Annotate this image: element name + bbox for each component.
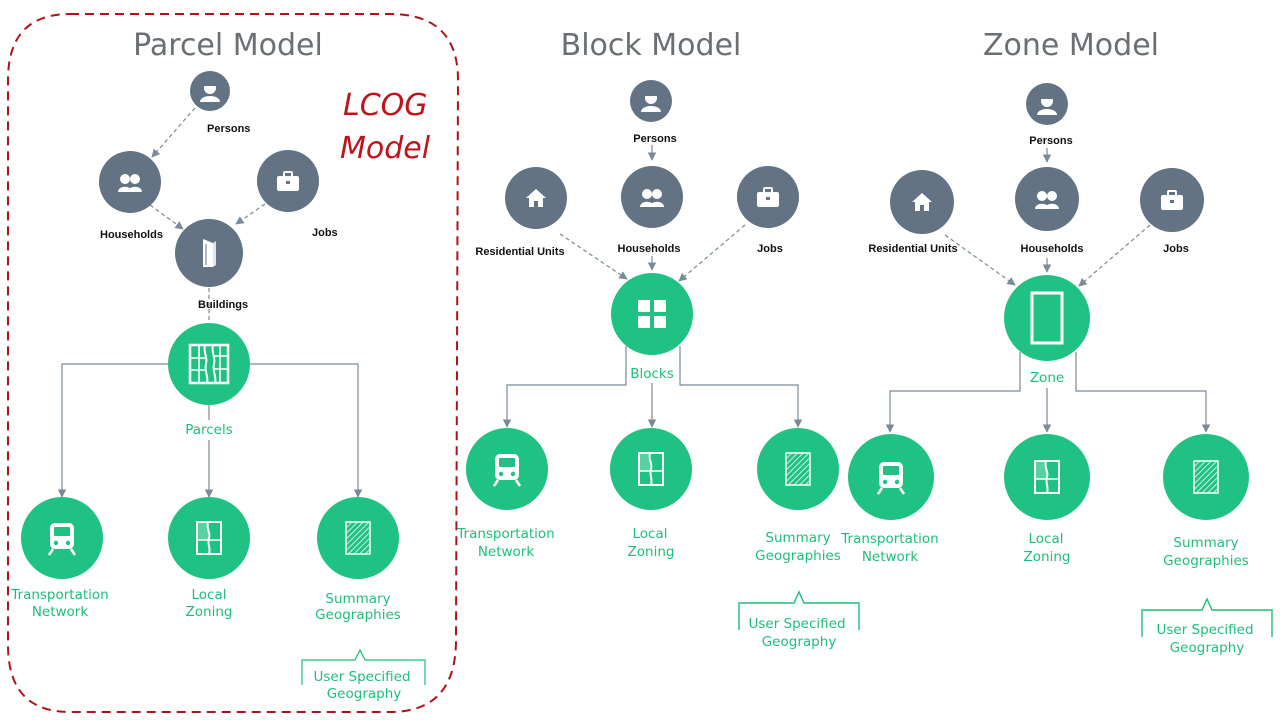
transport-label-line2: Network <box>862 549 919 565</box>
user-geography-label-line1: User Specified <box>1156 622 1253 638</box>
residential-label: Residential Units <box>868 243 957 255</box>
lcog-label-line1: LCOG <box>343 88 428 123</box>
zone-to-summary-arrow <box>1075 352 1211 433</box>
user-geography-label-line2: Geography <box>327 686 402 702</box>
user-geography-bracket <box>1141 597 1273 637</box>
user-geography-label-line1: User Specified <box>748 616 845 632</box>
parcel-model-title: Parcel Model <box>133 28 323 63</box>
transport-label-line1: Transportation <box>456 526 554 542</box>
residential-to-zone-arrow <box>944 234 1016 286</box>
jobs-to-buildings-arrow <box>235 203 266 225</box>
parcel-model: Persons Households Jobs Buildings Parcel… <box>10 71 426 702</box>
parcels-to-transport-arrow <box>57 363 170 498</box>
households-label: Households <box>618 243 681 255</box>
summary-label-line2: Geographies <box>315 607 401 623</box>
jobs-to-zone-arrow <box>1078 224 1151 287</box>
buildings-label: Buildings <box>198 299 248 311</box>
jobs-label: Jobs <box>1163 243 1189 255</box>
building-icon <box>202 238 217 268</box>
zoning-label-line2: Zoning <box>628 544 675 560</box>
persons-label: Persons <box>633 133 676 145</box>
blocks-to-transport-arrow <box>502 346 627 428</box>
user-geography-label-line2: Geography <box>1170 640 1245 656</box>
user-geography-label-line1: User Specified <box>313 669 410 685</box>
user-geography-bracket <box>301 648 426 685</box>
hatched-area-icon <box>345 521 371 555</box>
summary-label-line2: Geographies <box>1163 553 1249 569</box>
households-node <box>621 166 683 228</box>
user-geography-bracket <box>738 590 860 630</box>
jobs-label: Jobs <box>757 243 783 255</box>
households-label: Households <box>1021 243 1084 255</box>
lcog-label-line2: Model <box>340 131 431 166</box>
persons-label: Persons <box>207 123 250 135</box>
residential-to-blocks-arrow <box>559 233 628 280</box>
transport-label-line1: Transportation <box>10 587 108 603</box>
summary-label-line2: Geographies <box>755 548 841 564</box>
zoning-label-line1: Local <box>1029 531 1064 547</box>
zone-model: Persons Residential Units Households Job… <box>840 83 1273 656</box>
hatched-area-icon <box>785 452 811 486</box>
households-node <box>1015 167 1079 231</box>
summary-label-line1: Summary <box>325 591 390 607</box>
blocks-to-summary-arrow <box>679 346 803 428</box>
zone-node <box>1004 275 1090 361</box>
transport-label-line2: Network <box>32 604 89 620</box>
jobs-to-blocks-arrow <box>678 224 746 282</box>
parcels-node <box>168 323 250 405</box>
block-model-title: Block Model <box>561 28 742 63</box>
parcels-to-summary-arrow <box>248 363 363 498</box>
zone-to-transport-arrow <box>885 352 1021 433</box>
transport-label-line1: Transportation <box>840 531 938 547</box>
zoning-label-line2: Zoning <box>1024 549 1071 565</box>
jobs-label: Jobs <box>312 227 338 239</box>
summary-label-line1: Summary <box>765 530 830 546</box>
persons-label: Persons <box>1029 135 1072 147</box>
zone-model-title: Zone Model <box>983 28 1159 63</box>
user-geography-label-line2: Geography <box>762 634 837 650</box>
households-to-buildings-arrow <box>149 204 184 230</box>
blocks-node <box>611 273 693 355</box>
residential-label: Residential Units <box>475 246 564 258</box>
persons-to-households-arrow <box>151 107 196 158</box>
zone-label: Zone <box>1030 370 1064 386</box>
households-node <box>99 151 161 213</box>
lcog-boundary <box>7 13 460 713</box>
zoning-label-line1: Local <box>192 587 227 603</box>
block-model: Persons Residential Units Households Job… <box>456 80 860 650</box>
zoning-label-line2: Zoning <box>186 604 233 620</box>
blocks-label: Blocks <box>630 366 674 382</box>
zoning-label-line1: Local <box>633 526 668 542</box>
summary-label-line1: Summary <box>1173 535 1238 551</box>
households-label: Households <box>100 229 163 241</box>
transport-label-line2: Network <box>478 544 535 560</box>
hatched-area-icon <box>1193 460 1219 494</box>
parcels-label: Parcels <box>185 422 233 438</box>
